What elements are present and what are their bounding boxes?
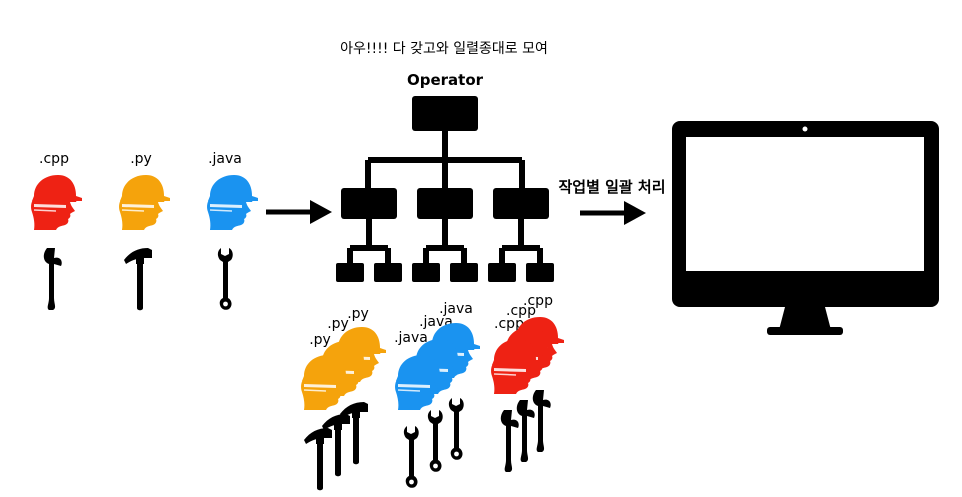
group-java-label: .java xyxy=(439,301,473,317)
axe-icon xyxy=(500,410,519,472)
org-chart xyxy=(336,96,554,282)
axe-icon xyxy=(43,248,62,310)
worker-head-icon xyxy=(118,174,171,231)
group-py: .py .py .py xyxy=(300,306,387,491)
worker-head-icon xyxy=(206,174,259,231)
axe-icon xyxy=(532,390,551,452)
wrench-icon xyxy=(403,426,419,488)
group-java-label: .java xyxy=(394,330,428,346)
operator-box xyxy=(412,96,478,131)
hammer-icon xyxy=(340,402,368,465)
group-java: .java .java .java xyxy=(394,301,481,488)
hammer-icon xyxy=(124,248,152,311)
wrench-icon xyxy=(448,398,464,460)
worker-py: .py xyxy=(118,151,171,311)
staff-box xyxy=(488,263,516,282)
staff-box xyxy=(412,263,440,282)
monitor-icon xyxy=(672,121,939,335)
group-cpp-label: .cpp xyxy=(523,293,553,309)
wrench-icon xyxy=(427,410,443,472)
group-cpp-label: .cpp xyxy=(506,303,536,319)
manager-box xyxy=(417,188,473,219)
arrow-to-monitor xyxy=(580,201,646,225)
worker-java: .java xyxy=(206,151,259,310)
worker-java-label: .java xyxy=(208,151,242,167)
worker-py-label: .py xyxy=(130,151,152,167)
group-py-label: .py xyxy=(347,306,369,322)
staff-box xyxy=(450,263,478,282)
group-cpp-label: .cpp xyxy=(494,316,524,332)
worker-cpp: .cpp xyxy=(30,151,83,310)
group-cpp: .cpp .cpp .cpp xyxy=(490,293,565,472)
staff-box xyxy=(336,263,364,282)
process-label: 작업별 일괄 처리 xyxy=(558,178,665,196)
worker-head-icon xyxy=(30,174,83,231)
operator-label: Operator xyxy=(407,71,484,89)
caption: 아우!!!! 다 갖고와 일렬종대로 모여 xyxy=(340,41,548,57)
worker-cpp-label: .cpp xyxy=(39,151,69,167)
staff-box xyxy=(374,263,402,282)
hammer-icon xyxy=(304,428,332,491)
group-py-label: .py xyxy=(327,316,349,332)
wrench-icon xyxy=(217,248,233,310)
manager-box xyxy=(341,188,397,219)
staff-box xyxy=(526,263,554,282)
axe-icon xyxy=(516,400,535,462)
arrow-to-operator xyxy=(266,200,332,224)
manager-box xyxy=(493,188,549,219)
group-py-label: .py xyxy=(309,332,331,348)
hammer-icon xyxy=(322,414,350,477)
